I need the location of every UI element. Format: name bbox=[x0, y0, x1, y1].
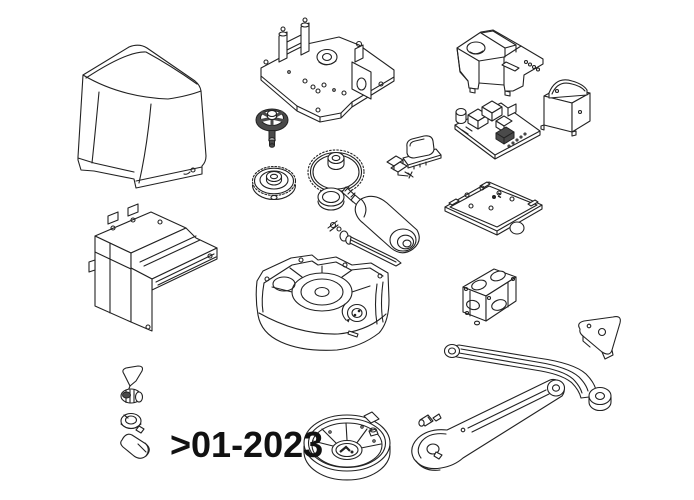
mounting-plate-part bbox=[444, 181, 543, 236]
control-board-cover-part bbox=[456, 29, 544, 97]
clevis-pin-part bbox=[418, 413, 442, 427]
top-cover-housing-part bbox=[77, 44, 207, 189]
encoder-module-part bbox=[402, 135, 442, 170]
motor-base-plate-part bbox=[260, 17, 395, 123]
straight-arm-part bbox=[411, 378, 566, 471]
release-lever-part bbox=[120, 365, 144, 404]
lock-cap-part bbox=[120, 412, 145, 434]
worm-shaft-part bbox=[327, 220, 402, 267]
gearbox-housing-part bbox=[255, 254, 390, 351]
release-screw-part bbox=[120, 433, 150, 459]
spoked-pinion-gear-part bbox=[255, 108, 289, 148]
version-label: >01-2023 bbox=[170, 424, 324, 465]
release-dial-part bbox=[303, 411, 391, 481]
transformer-part bbox=[540, 79, 591, 137]
electric-motor-part bbox=[341, 186, 420, 254]
large-spur-gear-part bbox=[307, 149, 365, 211]
control-pcb-part bbox=[454, 100, 541, 160]
chassis-frame-part bbox=[88, 203, 218, 332]
ribbed-drive-pulley-part bbox=[251, 165, 297, 201]
curved-arm-part bbox=[443, 343, 612, 411]
triangular-bracket-part bbox=[578, 316, 621, 360]
mounting-bracket-block-part bbox=[462, 268, 517, 326]
limit-switch-part bbox=[386, 155, 414, 179]
